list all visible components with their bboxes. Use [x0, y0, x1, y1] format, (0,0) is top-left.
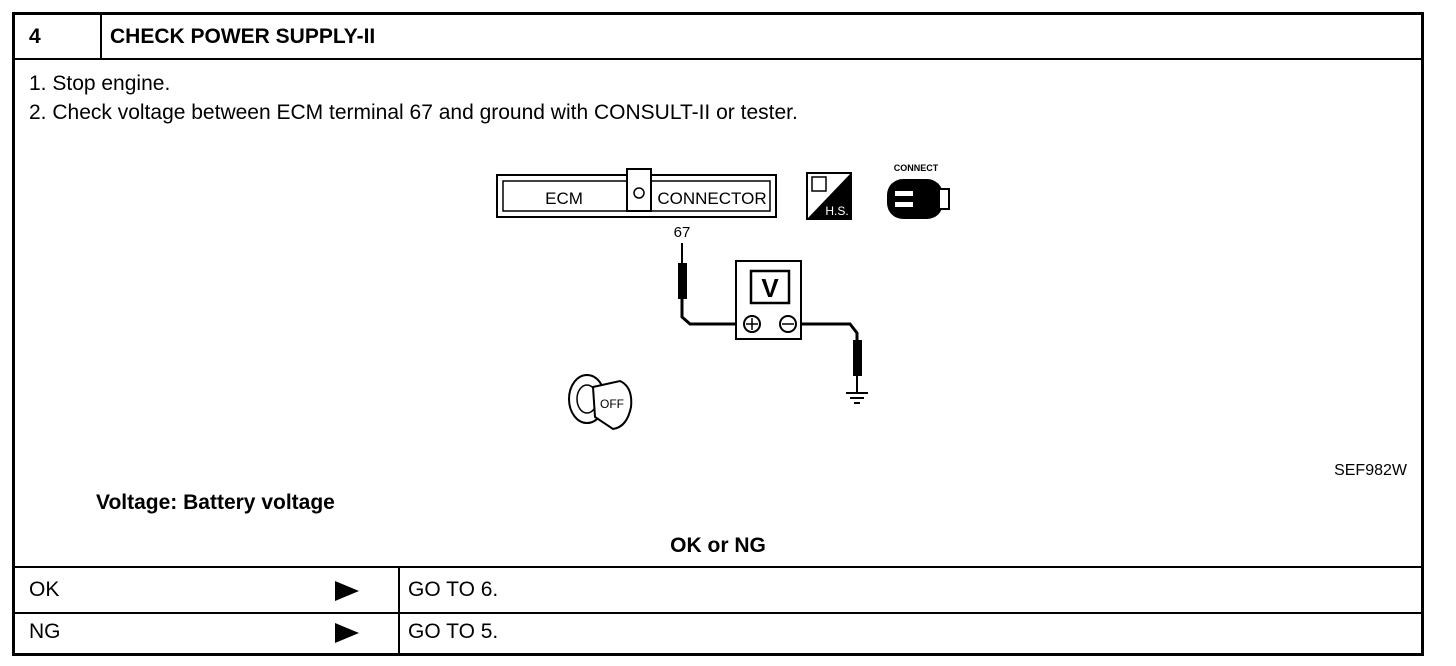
hs-label: H.S. [825, 204, 848, 218]
ignition-key-icon: OFF [568, 374, 633, 431]
ecm-label: ECM [545, 189, 583, 208]
meter-label: V [761, 273, 779, 303]
step-header: 4 CHECK POWER SUPPLY-II [15, 15, 1421, 60]
result-row-ok: OK GO TO 6. [15, 566, 1421, 614]
figure-id: SEF982W [1334, 462, 1407, 479]
voltage-spec: Voltage: Battery voltage [96, 491, 335, 514]
result-label: OK [29, 578, 60, 601]
wiring-diagram: ECM CONNECTOR 67 H.S. CONNECT [496, 163, 950, 431]
connect-label: CONNECT [894, 163, 939, 173]
result-action: GO TO 6. [398, 568, 1421, 612]
procedure-sheet: 4 CHECK POWER SUPPLY-II 1. Stop engine. … [12, 12, 1424, 656]
probe-leads [678, 243, 868, 404]
result-row-ng: NG GO TO 5. [15, 610, 1421, 654]
decision-heading: OK or NG [670, 534, 766, 557]
voltmeter: V [735, 260, 802, 340]
hs-icon: H.S. [806, 172, 852, 220]
terminal-number: 67 [674, 224, 691, 241]
ignition-off-label: OFF [600, 397, 624, 411]
step-title: CHECK POWER SUPPLY-II [110, 25, 376, 48]
arrow-right-icon [335, 581, 359, 601]
result-label: NG [29, 620, 61, 643]
connector-label: CONNECTOR [657, 189, 766, 208]
step-number: 4 [15, 15, 102, 58]
instruction-list: 1. Stop engine. 2. Check voltage between… [29, 69, 798, 127]
ecm-connector: ECM CONNECTOR [496, 168, 777, 218]
connect-icon: CONNECT [887, 163, 950, 219]
instruction-item: 1. Stop engine. [29, 72, 171, 95]
result-action: GO TO 5. [398, 610, 1421, 654]
arrow-right-icon [335, 623, 359, 643]
instruction-item: 2. Check voltage between ECM terminal 67… [29, 101, 798, 124]
